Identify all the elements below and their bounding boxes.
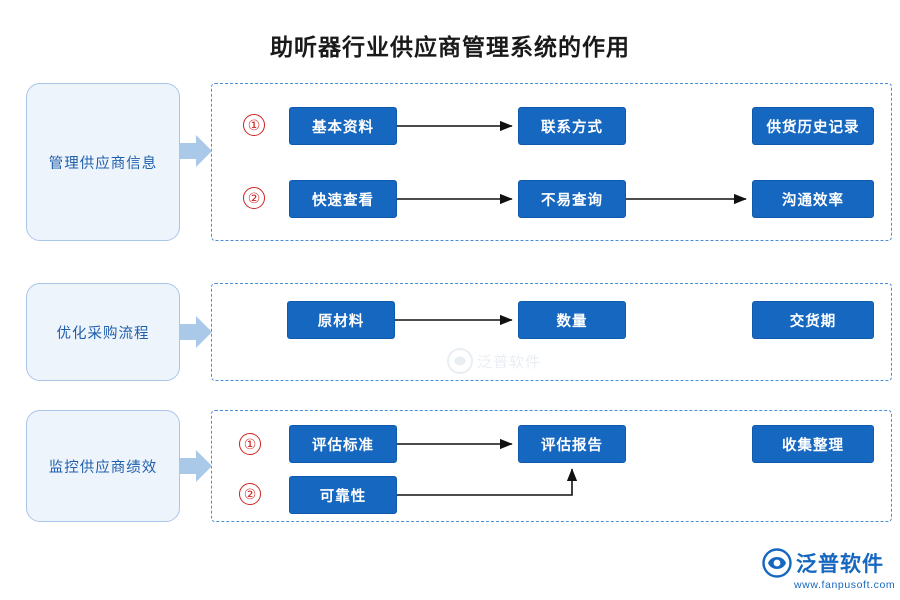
brand-logo: 泛普软件 www.fanpusoft.com [762, 548, 895, 591]
page-title: 助听器行业供应商管理系统的作用 [270, 34, 630, 60]
watermark-text: 泛普软件 [477, 353, 542, 371]
brand-logo-icon [762, 548, 792, 578]
node-hard-query[interactable]: 不易查询 [518, 180, 626, 218]
node-reliability[interactable]: 可靠性 [289, 476, 397, 514]
node-delivery-date[interactable]: 交货期 [752, 301, 874, 339]
node-quick-view[interactable]: 快速查看 [289, 180, 397, 218]
fat-arrow-3 [180, 450, 212, 482]
watermark-logo-icon [447, 348, 473, 374]
section-label-2: 优化采购流程 [26, 283, 180, 381]
node-comm-efficiency[interactable]: 沟通效率 [752, 180, 874, 218]
node-eval-report[interactable]: 评估报告 [518, 425, 626, 463]
node-eval-standard[interactable]: 评估标准 [289, 425, 397, 463]
brand-logo-text-cn: 泛普软件 [796, 553, 884, 576]
node-basic-info[interactable]: 基本资料 [289, 107, 397, 145]
step-number-1-2: ② [243, 187, 265, 209]
step-number-3-1: ① [239, 433, 261, 455]
node-raw-material[interactable]: 原材料 [287, 301, 395, 339]
fat-arrow-2 [180, 316, 212, 348]
section-label-3: 监控供应商绩效 [26, 410, 180, 522]
brand-logo-text-en: www.fanpusoft.com [794, 579, 896, 591]
watermark: 泛普软件 [447, 348, 541, 374]
node-quantity[interactable]: 数量 [518, 301, 626, 339]
fat-arrow-1 [180, 135, 212, 167]
node-contact[interactable]: 联系方式 [518, 107, 626, 145]
node-supply-history[interactable]: 供货历史记录 [752, 107, 874, 145]
step-number-1-1: ① [243, 114, 265, 136]
node-collect-organize[interactable]: 收集整理 [752, 425, 874, 463]
step-number-3-2: ② [239, 483, 261, 505]
section-label-1: 管理供应商信息 [26, 83, 180, 241]
